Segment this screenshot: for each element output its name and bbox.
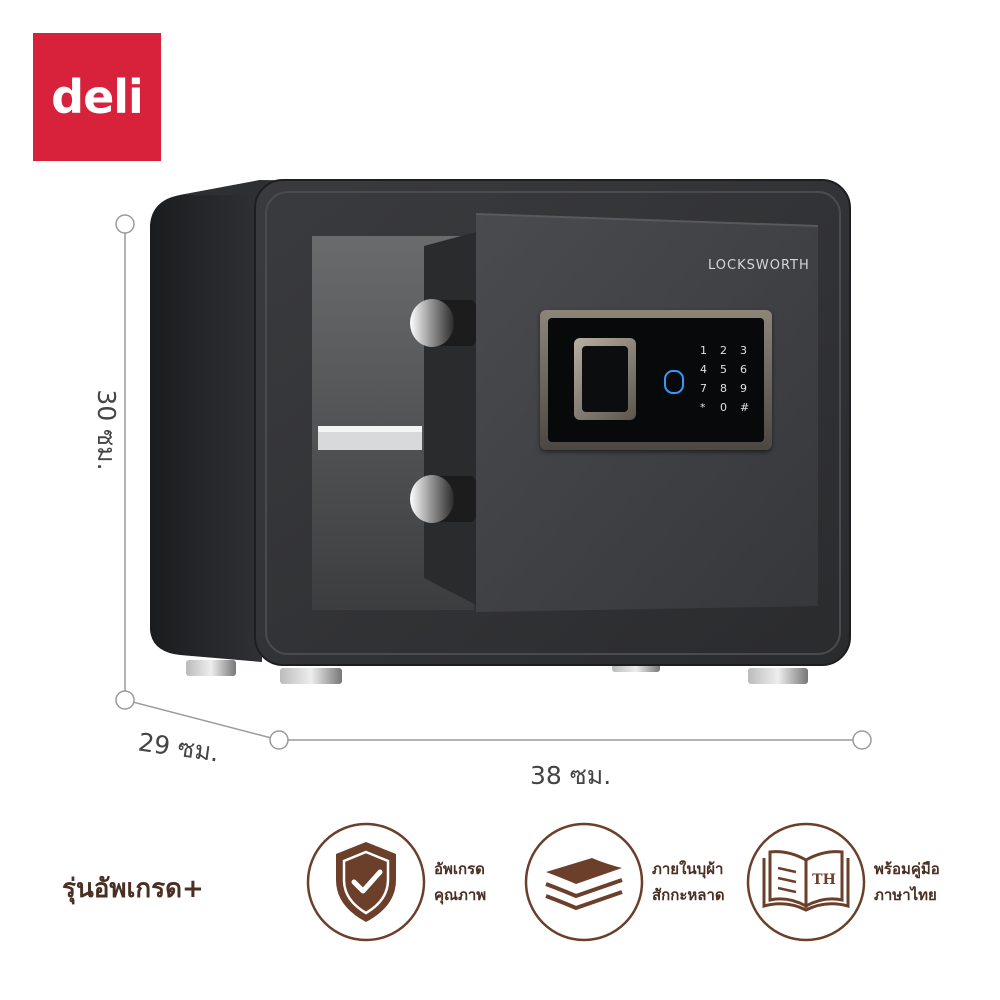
book-lettering: TH: [812, 872, 836, 888]
manual-book-icon: TH: [746, 822, 866, 942]
keypad-key[interactable]: *: [700, 401, 706, 414]
keypad-key[interactable]: 4: [700, 363, 707, 376]
fabric-layers-icon: [524, 822, 644, 942]
keypad-key[interactable]: 8: [720, 382, 727, 395]
electronic-lock-panel: 1 2 3 4 5 6 7 8 9 * 0 #: [540, 310, 772, 450]
keypad-key[interactable]: #: [740, 401, 750, 414]
shield-check-icon: [306, 822, 426, 942]
logo-text: deli: [51, 70, 144, 124]
deli-logo: deli: [33, 33, 161, 161]
panel-brand: LOCKSWORTH: [708, 258, 810, 273]
keypad-key[interactable]: 9: [740, 382, 747, 395]
lock-handle[interactable]: [574, 338, 636, 420]
feature-thai-manual-text: พร้อมคู่มือ ภาษาไทย: [874, 856, 940, 908]
keypad-key[interactable]: 6: [740, 363, 747, 376]
bolt-top: [410, 299, 476, 347]
bolt-bottom: [410, 475, 476, 523]
keypad-key[interactable]: 5: [720, 363, 727, 376]
keypad-key[interactable]: 0: [720, 401, 727, 414]
feature-line: ภาษาไทย: [874, 886, 937, 904]
feature-line: อัพเกรด: [434, 860, 485, 878]
height-dimension-label: 30 ซม.: [92, 389, 121, 471]
upgrade-badge-title: รุ่นอัพเกรด+: [62, 874, 204, 904]
feature-line: ภายในบุผ้า: [652, 860, 724, 878]
keypad-key[interactable]: 2: [720, 344, 727, 357]
feature-line: พร้อมคู่มือ: [874, 860, 940, 878]
keypad-key[interactable]: 7: [700, 382, 707, 395]
keypad-key[interactable]: 3: [740, 344, 747, 357]
keypad: 1 2 3 4 5 6 7 8 9 * 0 #: [700, 344, 770, 414]
width-dimension-label: 38 ซม.: [530, 761, 612, 790]
fingerprint-sensor-icon[interactable]: [664, 370, 684, 394]
feature-line: คุณภาพ: [434, 886, 487, 904]
feature-felt-lining-text: ภายในบุผ้า สักกะหลาด: [652, 856, 725, 908]
feature-quality-text: อัพเกรด คุณภาพ: [434, 856, 486, 908]
dimension-guides: [115, 214, 872, 750]
keypad-key[interactable]: 1: [700, 344, 707, 357]
feature-line: สักกะหลาด: [652, 886, 725, 904]
